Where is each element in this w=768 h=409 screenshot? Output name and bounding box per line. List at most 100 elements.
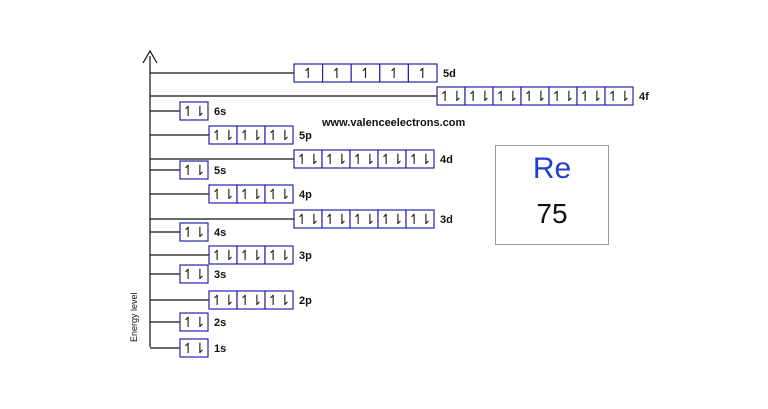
orbital-label: 2p: [299, 295, 312, 307]
orbital-label: 5s: [214, 165, 226, 177]
orbital-box: ↿: [350, 63, 381, 83]
orbital-box: ↿⇂: [604, 86, 634, 106]
electron-pair-arrows: ↿⇂: [182, 315, 205, 331]
orbital-box: ↿⇂: [492, 86, 522, 106]
electron-up-arrow: ↿: [417, 66, 429, 82]
electron-pair-arrows: ↿⇂: [439, 89, 462, 105]
orbital-6s: ↿⇂ 6s: [150, 101, 226, 121]
orbital-box: ↿⇂: [179, 264, 209, 284]
electron-pair-arrows: ↿⇂: [380, 152, 403, 168]
electron-up-arrow: ↿: [302, 66, 314, 82]
orbital-box: ↿⇂: [548, 86, 578, 106]
orbital-box: ↿⇂: [179, 338, 209, 358]
electron-pair-arrows: ↿⇂: [467, 89, 490, 105]
orbital-box: ↿⇂: [264, 245, 294, 265]
orbital-box: ↿⇂: [349, 209, 379, 229]
orbital-5p: ↿⇂↿⇂↿⇂5p: [150, 125, 312, 145]
orbital-box: ↿⇂: [264, 184, 294, 204]
electron-pair-arrows: ↿⇂: [352, 152, 375, 168]
orbital-box-outline: [179, 101, 209, 121]
orbital-box-outline: [179, 222, 209, 242]
orbital-box: ↿⇂: [264, 290, 294, 310]
electron-pair-arrows: ↿⇂: [324, 212, 347, 228]
orbital-box: ↿⇂: [405, 209, 435, 229]
orbital-5s: ↿⇂ 5s: [150, 160, 226, 180]
electron-pair-arrows: ↿⇂: [579, 89, 602, 105]
orbital-box: ↿⇂: [293, 209, 323, 229]
orbital-2s: ↿⇂ 2s: [150, 312, 226, 332]
orbital-box: ↿⇂: [349, 149, 379, 169]
orbital-label: 6s: [214, 106, 226, 118]
electron-pair-arrows: ↿⇂: [182, 267, 205, 283]
electron-pair-arrows: ↿⇂: [239, 187, 262, 203]
orbital-4f: ↿⇂↿⇂↿⇂↿⇂↿⇂↿⇂↿⇂4f: [150, 86, 649, 106]
electron-up-arrow: ↿: [331, 66, 343, 82]
orbital-box-outline: [179, 312, 209, 332]
orbital-box: ↿: [322, 63, 352, 83]
orbital-box-outline: [264, 245, 294, 265]
orbital-box-outline: [405, 149, 435, 169]
orbital-box-outline: [264, 125, 294, 145]
orbital-box: ↿⇂: [179, 160, 209, 180]
electron-pair-arrows: ↿⇂: [551, 89, 574, 105]
orbital-3s: ↿⇂3s: [150, 264, 226, 284]
orbital-label: 2s: [214, 317, 226, 329]
orbital-label: 1s: [214, 343, 226, 355]
orbital-label: 3p: [299, 250, 312, 262]
electron-pair-arrows: ↿⇂: [239, 293, 262, 309]
orbital-box: ↿⇂: [208, 125, 238, 145]
orbital-label: 4f: [639, 91, 649, 103]
orbital-box-outline: [179, 338, 209, 358]
electron-pair-arrows: ↿⇂: [267, 187, 290, 203]
orbital-box: ↿⇂: [464, 86, 494, 106]
orbital-box-outline: [407, 63, 438, 83]
orbital-label: 4s: [214, 227, 226, 239]
electron-pair-arrows: ↿⇂: [408, 212, 431, 228]
electron-pair-arrows: ↿⇂: [182, 225, 205, 241]
electron-pair-arrows: ↿⇂: [495, 89, 518, 105]
electron-pair-arrows: ↿⇂: [408, 152, 431, 168]
electron-pair-arrows: ↿⇂: [182, 341, 205, 357]
electron-pair-arrows: ↿⇂: [239, 248, 262, 264]
orbital-box: ↿: [407, 63, 438, 83]
orbital-box: ↿⇂: [179, 101, 209, 121]
orbital-label: 4d: [440, 154, 453, 166]
orbital-1s: ↿⇂ 1s: [150, 338, 226, 358]
orbital-box: ↿⇂: [236, 245, 266, 265]
orbital-box: ↿: [293, 63, 324, 83]
electron-pair-arrows: ↿⇂: [239, 128, 262, 144]
orbital-box: ↿⇂: [576, 86, 606, 106]
orbital-box: ↿⇂: [436, 86, 466, 106]
orbital-box: ↿⇂: [208, 184, 238, 204]
electron-pair-arrows: ↿⇂: [211, 128, 234, 144]
orbital-box: ↿⇂: [293, 149, 323, 169]
orbital-box-outline: [604, 86, 634, 106]
orbital-2p: ↿⇂↿⇂↿⇂2p: [150, 290, 312, 310]
electron-pair-arrows: ↿⇂: [352, 212, 375, 228]
orbital-box: ↿⇂: [321, 209, 351, 229]
electron-pair-arrows: ↿⇂: [267, 293, 290, 309]
orbital-3p: ↿⇂↿⇂↿⇂3p: [150, 245, 312, 265]
orbital-levels: ↿⇂1s↿⇂2s↿⇂↿⇂↿⇂2p↿⇂3s↿⇂↿⇂↿⇂3p↿⇂4s↿⇂↿⇂↿⇂↿⇂…: [150, 63, 649, 358]
electron-pair-arrows: ↿⇂: [182, 104, 205, 120]
orbital-box: ↿⇂: [179, 312, 209, 332]
energy-axis-title: Energy level: [129, 292, 139, 342]
orbital-box: ↿: [379, 63, 409, 83]
orbital-box: ↿⇂: [236, 125, 266, 145]
electron-up-arrow: ↿: [388, 66, 400, 82]
electron-pair-arrows: ↿⇂: [380, 212, 403, 228]
electron-pair-arrows: ↿⇂: [523, 89, 546, 105]
orbital-box-outline: [179, 160, 209, 180]
orbital-label: 3d: [440, 214, 453, 226]
orbital-box: ↿⇂: [236, 290, 266, 310]
orbital-box-outline: [264, 184, 294, 204]
element-atomic-number: 75: [536, 198, 568, 229]
orbital-box: ↿⇂: [321, 149, 351, 169]
electron-pair-arrows: ↿⇂: [267, 248, 290, 264]
element-card: Re 75: [495, 145, 609, 245]
orbital-box-outline: [179, 264, 209, 284]
electron-pair-arrows: ↿⇂: [182, 163, 205, 179]
orbital-box: ↿⇂: [377, 149, 407, 169]
